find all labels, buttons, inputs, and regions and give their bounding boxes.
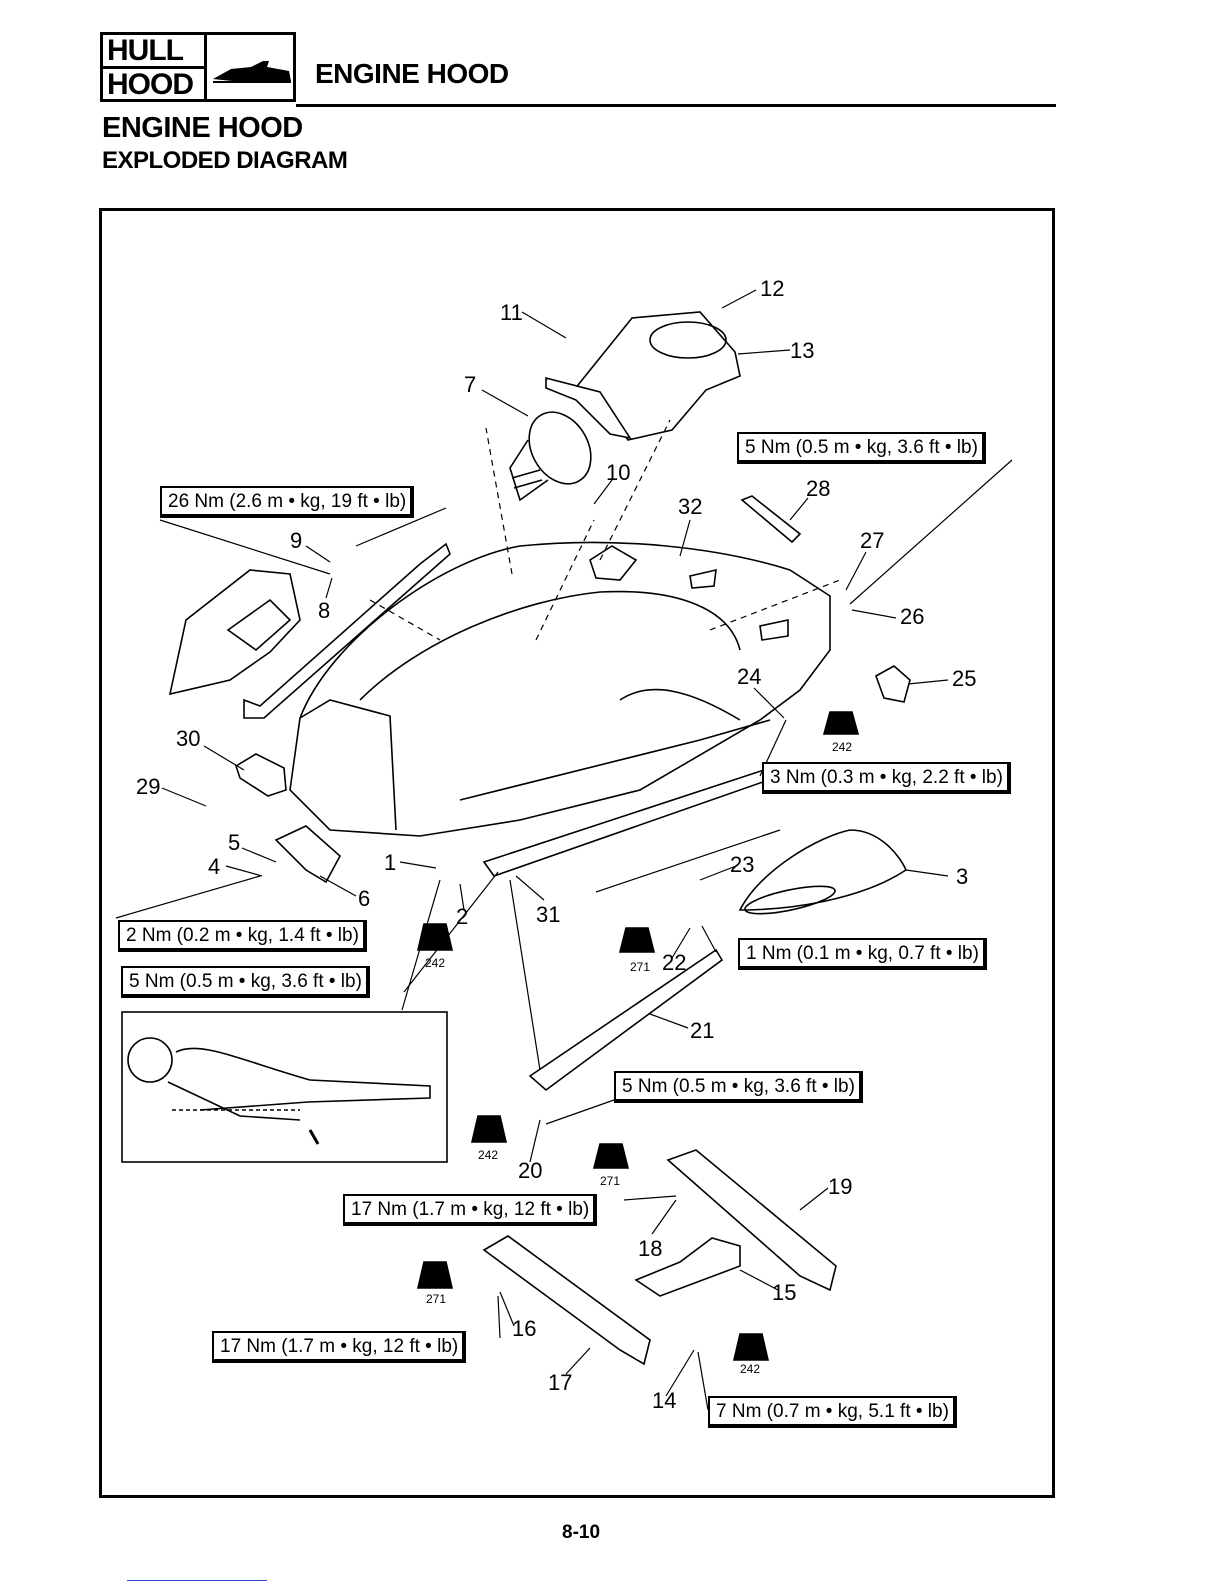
callout-10: 10 [606, 460, 631, 485]
lt-code: 242 [740, 1362, 761, 1376]
lt-code: 242 [832, 740, 853, 754]
bracket-19-part [666, 1149, 837, 1292]
leader-lines [115, 289, 1013, 1411]
side-cover-part [738, 829, 908, 911]
torque-spec: 5 Nm (0.5 m • kg, 3.6 ft • lb) [614, 1071, 863, 1103]
callout-11: 11 [500, 300, 523, 325]
detail-inset-frame [121, 1011, 448, 1163]
callout-26: 26 [900, 604, 925, 629]
handle-cover-part [545, 311, 741, 441]
hull-hood-badge: HULL HOOD [100, 32, 296, 102]
callout-28: 28 [806, 476, 831, 501]
callout-21: 21 [690, 1018, 715, 1043]
callout-9: 9 [290, 528, 303, 553]
callout-8: 8 [318, 598, 331, 623]
bracket-15-part [634, 1237, 741, 1297]
torque-spec: 5 Nm (0.5 m • kg, 3.6 ft • lb) [737, 432, 986, 464]
callout-14: 14 [652, 1388, 677, 1413]
callout-23: 23 [730, 852, 755, 877]
lt-code: 242 [478, 1148, 499, 1162]
callout-30: 30 [176, 726, 201, 751]
bracket-17-part [482, 1235, 651, 1366]
lt-bottle-icons [416, 711, 860, 1361]
lt-code: 271 [630, 960, 651, 974]
cap-25-part [875, 665, 911, 703]
callout-19: 19 [828, 1174, 853, 1199]
callout-15: 15 [772, 1280, 797, 1305]
torque-spec: 3 Nm (0.3 m • kg, 2.2 ft • lb) [762, 762, 1011, 794]
callout-7: 7 [464, 372, 477, 397]
meter-part [509, 411, 592, 502]
section-subtitle: EXPLODED DIAGRAM [102, 147, 348, 174]
badge-hood-cell [103, 69, 207, 102]
upper-rail-part [243, 542, 451, 719]
callout-6: 6 [358, 886, 371, 911]
lt-code: 242 [425, 956, 446, 970]
torque-spec: 2 Nm (0.2 m • kg, 1.4 ft • lb) [118, 920, 367, 952]
callout-3: 3 [956, 864, 969, 889]
torque-spec: 17 Nm (1.7 m • kg, 12 ft • lb) [343, 1194, 598, 1226]
torque-spec: 7 Nm (0.7 m • kg, 5.1 ft • lb) [708, 1396, 957, 1428]
callout-13: 13 [790, 338, 815, 363]
callout-27: 27 [860, 528, 885, 553]
bar-21-part [528, 948, 724, 1092]
bracket-6-part [274, 825, 342, 884]
section-title: ENGINE HOOD [102, 112, 303, 144]
callout-16: 16 [512, 1316, 537, 1341]
torque-spec: 1 Nm (0.1 m • kg, 0.7 ft • lb) [738, 938, 987, 970]
callout-20: 20 [518, 1158, 543, 1183]
diagram-frame [99, 208, 1055, 1498]
badge-hull-cell [103, 35, 207, 69]
torque-spec: 17 Nm (1.7 m • kg, 12 ft • lb) [212, 1331, 467, 1363]
header-title: ENGINE HOOD [315, 58, 509, 89]
torque-spec: 26 Nm (2.6 m • kg, 19 ft • lb) [160, 486, 415, 518]
callout-5: 5 [228, 830, 241, 855]
bracket-28-part [740, 495, 802, 544]
callout-22: 22 [662, 950, 687, 975]
inset-magnifier [127, 1037, 173, 1083]
lt-code: 271 [600, 1174, 621, 1188]
callout-18: 18 [638, 1236, 663, 1261]
footer-link-underline[interactable] [127, 1580, 267, 1581]
header-rule [296, 104, 1056, 107]
callout-12: 12 [760, 276, 785, 301]
lt-code: 271 [426, 1292, 447, 1306]
callout-25: 25 [952, 666, 977, 691]
left-panel-part [168, 569, 301, 696]
page-number: 8-10 [562, 1522, 601, 1543]
callout-1: 1 [384, 850, 397, 875]
callout-4: 4 [208, 854, 221, 879]
torque-spec: 5 Nm (0.5 m • kg, 3.6 ft • lb) [121, 966, 370, 998]
callout-2: 2 [456, 904, 469, 929]
badge-hood-text: HOOD [107, 68, 194, 101]
engine-hood-part [289, 541, 831, 837]
callout-31: 31 [536, 902, 561, 927]
callout-24: 24 [737, 664, 762, 689]
handle-30-part [235, 753, 287, 797]
callout-17: 17 [548, 1370, 573, 1395]
badge-hull-text: HULL [107, 34, 184, 67]
watercraft-icon [213, 61, 291, 83]
callout-29: 29 [136, 774, 161, 799]
callout-32: 32 [678, 494, 703, 519]
